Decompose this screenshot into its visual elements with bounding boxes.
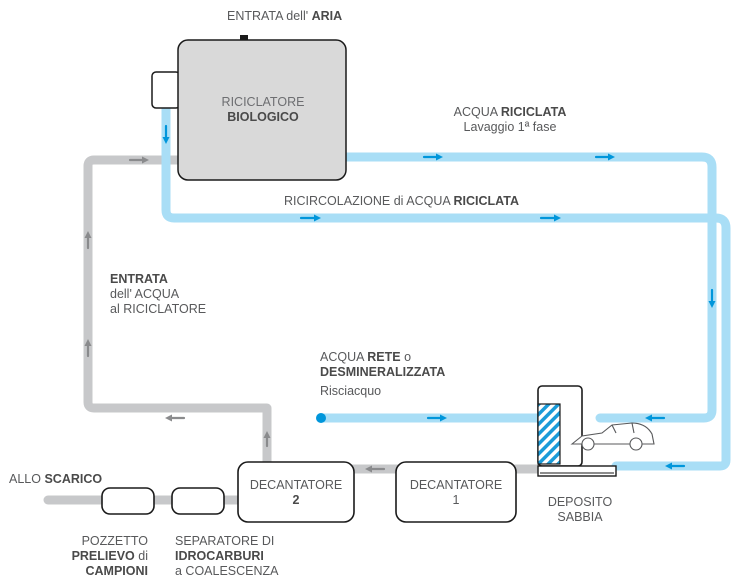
hatched-filter — [537, 403, 561, 465]
decanter-1-label: DECANTATORE 1 — [396, 478, 516, 508]
air-inlet-nozzle — [240, 35, 248, 40]
decanter-1-line1: DECANTATORE — [409, 478, 503, 492]
air-inlet-label: ENTRATA dell' ARIA — [227, 9, 342, 24]
discharge-text: ALLO — [9, 472, 41, 486]
biological-recycler — [151, 35, 347, 181]
arrow-left-icon — [645, 414, 666, 422]
arrow-up-icon — [84, 231, 92, 250]
recycled-wash-pipe — [240, 152, 717, 423]
arrow-up-icon — [84, 339, 92, 358]
blue-arrows — [162, 124, 716, 470]
discharge-label: ALLO SCARICO — [9, 472, 102, 487]
inlet-bold: ENTRATA — [110, 272, 168, 286]
recycled-water-text: ACQUA — [453, 105, 498, 119]
separator-line1: SEPARATORE DI — [175, 534, 275, 548]
decanter-1-tank — [395, 461, 517, 523]
arrow-right-icon — [299, 214, 321, 222]
treatment-units — [101, 461, 517, 523]
arrow-right-icon — [594, 153, 615, 161]
recirculation-label: RICIRCOLAZIONE di ACQUA RICICLATA — [284, 194, 519, 209]
decanter-2-tank — [237, 461, 355, 523]
discharge-bold: SCARICO — [44, 472, 103, 486]
separator-bold2: IDROCARBURI — [175, 549, 264, 563]
decanter-2-line1: DECANTATORE — [249, 478, 343, 492]
inlet-line3: al RICICLATORE — [110, 302, 207, 316]
sampling-well-bold3: CAMPIONI — [85, 564, 149, 578]
sampling-well-line1: POZZETTO — [81, 534, 148, 548]
arrow-up-icon — [263, 431, 271, 448]
arrow-left-icon — [365, 465, 386, 473]
sampling-well-bold2: PRELIEVO — [71, 549, 135, 563]
arrow-left-icon — [165, 414, 186, 422]
grey-pipes — [43, 155, 545, 505]
recycler-label-line2: BIOLOGICO — [227, 110, 299, 124]
recycled-water-sub: Lavaggio 1ª fase — [463, 120, 557, 134]
sand-deposit-line2: SABBIA — [557, 510, 603, 524]
sampling-well-label: POZZETTO PRELIEVO di CAMPIONI — [40, 534, 148, 579]
mains-water-text: ACQUA — [320, 350, 364, 364]
inlet-label: ENTRATA dell' ACQUA al RICICLATORE — [110, 272, 206, 317]
arrow-left-icon — [665, 462, 686, 470]
recirculation-bold: RICICLATA — [453, 194, 520, 208]
recycled-water-label: ACQUA RICICLATA Lavaggio 1ª fase — [420, 105, 600, 135]
arrow-right-icon — [539, 214, 561, 222]
sand-tray — [537, 465, 617, 477]
recycler-tank — [177, 39, 347, 181]
air-inlet-bold: ARIA — [311, 9, 343, 23]
sand-deposit-line1: DEPOSITO — [547, 495, 613, 509]
arrow-down-icon — [708, 288, 716, 308]
sampling-well-tank — [101, 487, 155, 515]
separator-label: SEPARATORE DI IDROCARBURI a COALESCENZA — [175, 534, 279, 579]
arrow-down-icon — [162, 124, 170, 144]
inlet-return-pipe — [83, 155, 272, 467]
separator-tank — [171, 487, 225, 515]
arrow-right-icon — [422, 153, 443, 161]
recycler-side-unit — [151, 71, 181, 109]
decanter-2-label: DECANTATORE 2 — [238, 478, 354, 508]
inlet-line2: dell' ACQUA — [110, 287, 180, 301]
separator-line3: a COALESCENZA — [175, 564, 279, 578]
decanter-1-line2: 1 — [452, 493, 460, 507]
sampling-well-post2: di — [138, 549, 148, 563]
sand-deposit-pit — [537, 385, 655, 477]
mains-water-bold: RETE — [367, 350, 401, 364]
decanter-2-line2: 2 — [292, 493, 300, 507]
arrow-right-icon — [426, 414, 447, 422]
mains-water-bold2: DESMINERALIZZATA — [320, 365, 446, 379]
arrow-right-icon — [128, 156, 149, 164]
recycler-label: RICICLATORE BIOLOGICO — [188, 95, 338, 125]
recycled-water-bold: RICICLATA — [500, 105, 567, 119]
recycler-label-line1: RICICLATORE — [221, 95, 305, 109]
sand-deposit-label: DEPOSITO SABBIA — [530, 495, 630, 525]
recirculation-pipe — [161, 135, 731, 471]
mains-water-post: o — [404, 350, 412, 364]
car-icon — [570, 422, 655, 451]
recirculation-text: RICIRCOLAZIONE di ACQUA — [284, 194, 451, 208]
mains-water-label: ACQUA RETE o DESMINERALIZZATA Risciacquo — [320, 350, 445, 399]
mains-water-sub: Risciacquo — [320, 384, 382, 398]
air-inlet-text: ENTRATA dell' — [227, 9, 309, 23]
mains-water-source — [316, 413, 326, 423]
grey-arrows — [84, 156, 386, 473]
